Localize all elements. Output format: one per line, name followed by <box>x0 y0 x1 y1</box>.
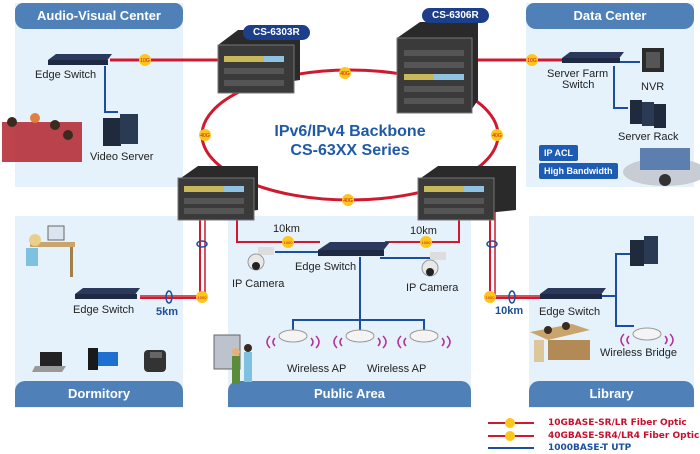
legend-40g-line <box>488 431 534 441</box>
wireless-bridge-icon <box>620 327 674 347</box>
library-edge-switch-label: Edge Switch <box>539 306 601 318</box>
nvr-icon <box>642 48 664 72</box>
wireless-ap-icon <box>333 329 387 349</box>
link-dc-rack <box>613 66 628 109</box>
audience-icon <box>2 113 82 162</box>
legend-utp: 1000BASE-T UTP <box>542 441 631 454</box>
backbone-title: IPv6/IPv4 Backbone CS-63XX Series <box>240 122 460 160</box>
badge-10g-dc: 10G <box>526 54 538 66</box>
ip-camera-left-icon <box>247 247 274 271</box>
badge-40g-bottom: 40G <box>342 194 354 206</box>
badge-40g-top: 40G <box>339 67 351 79</box>
reading-desk-icon <box>530 322 590 362</box>
svg-text:40G: 40G <box>340 71 350 77</box>
zone-library-header: Library <box>529 381 694 407</box>
badge-1000-lib: 1000 <box>484 291 496 303</box>
nvr-label: NVR <box>641 81 665 93</box>
server-rack-label: Server Rack <box>618 131 679 143</box>
legend-40g-text: 40GBASE-SR4/LR4 Fiber Optic <box>548 430 700 441</box>
library-distance-label: 10km <box>495 305 524 317</box>
svg-text:40G: 40G <box>492 133 502 139</box>
wireless-ap-right-label: Wireless AP <box>367 363 427 375</box>
link-av-server <box>104 66 118 113</box>
svg-text:40G: 40G <box>343 198 353 204</box>
badge-10g-av: 10G <box>139 54 151 66</box>
zone-dormitory-header: Dormitory <box>15 381 183 407</box>
ip-camera-right-icon <box>421 252 446 277</box>
av-edge-switch-label: Edge Switch <box>35 69 97 81</box>
public-dist-right-label: 10km <box>410 225 437 237</box>
zone-audio-visual-header: Audio-Visual Center <box>15 3 183 29</box>
info-kiosk-icon <box>213 334 252 384</box>
link-dorm-core <box>140 210 201 299</box>
ip-camera-right-label: IP Camera <box>406 282 459 294</box>
zone-data-center-header: Data Center <box>526 3 694 29</box>
cs6306r-label: CS-6306R <box>422 8 489 23</box>
desktop-pc-icon <box>88 348 118 370</box>
legend-10g-line <box>488 418 534 428</box>
svg-text:1000: 1000 <box>284 240 294 245</box>
edge-switch-dorm <box>75 288 140 299</box>
cs6303r-label: CS-6303R <box>243 25 310 40</box>
laptop-icon <box>32 352 66 372</box>
svg-text:1000: 1000 <box>486 295 496 300</box>
server-farm-label-1: Server Farm <box>547 68 609 80</box>
core-switch-cs6306r <box>396 22 478 114</box>
backbone-title-line2: CS-63XX Series <box>290 142 410 159</box>
wireless-ap-icon <box>266 329 320 349</box>
zone-library <box>529 216 694 408</box>
legend-40g: 40GBASE-SR4/LR4 Fiber Optic <box>542 429 699 442</box>
badge-1000-pub-left: 1000 <box>282 236 294 248</box>
edge-switch-library <box>540 288 606 299</box>
video-server-label: Video Server <box>90 151 154 163</box>
dorm-edge-switch-label: Edge Switch <box>73 304 135 316</box>
edge-switch-public <box>318 242 390 256</box>
svg-text:1000: 1000 <box>198 295 208 300</box>
badge-40g-right: 40G <box>491 129 503 141</box>
core-switch-right-bottom <box>417 166 516 221</box>
wireless-ap-icon <box>397 329 451 349</box>
link-library-core <box>489 210 548 299</box>
high-bandwidth-tag: High Bandwidth <box>539 163 618 179</box>
svg-text:1000: 1000 <box>422 240 432 245</box>
server-rack-icon <box>630 100 666 128</box>
badge-1000-dorm: 1000 <box>196 291 208 303</box>
zone-dormitory <box>15 216 183 408</box>
badge-40g-left: 40G <box>199 129 211 141</box>
ip-phone-icon <box>144 350 166 372</box>
public-dist-left-label: 10km <box>273 223 300 235</box>
svg-text:10G: 10G <box>527 58 537 64</box>
edge-switch-dc <box>562 52 624 63</box>
edge-switch-av <box>48 54 112 65</box>
legend-10g-text: 10GBASE-SR/LR Fiber Optic <box>548 417 687 428</box>
link-public-right <box>385 210 460 243</box>
core-switch-cs6303r <box>217 30 300 94</box>
svg-text:40G: 40G <box>200 133 210 139</box>
legend-utp-text: 1000BASE-T UTP <box>548 442 632 453</box>
legend-10g: 10GBASE-SR/LR Fiber Optic <box>542 416 687 429</box>
student-desk-icon <box>26 225 75 277</box>
svg-text:10G: 10G <box>140 58 150 64</box>
control-room-icon <box>623 148 700 186</box>
library-server-icon <box>630 236 658 266</box>
video-server-icon <box>103 114 138 146</box>
server-farm-label-2: Switch <box>562 79 595 91</box>
zone-public-area-header: Public Area <box>228 381 471 407</box>
ip-acl-tag: IP ACL <box>539 145 579 161</box>
ip-camera-left-label: IP Camera <box>232 278 285 290</box>
core-switch-left-bottom <box>177 166 258 221</box>
dorm-distance-label: 5km <box>156 306 179 318</box>
wireless-bridge-label: Wireless Bridge <box>600 347 678 359</box>
public-edge-switch-label: Edge Switch <box>295 261 357 273</box>
backbone-title-line1: IPv6/IPv4 Backbone <box>274 123 426 140</box>
badge-1000-pub-right: 1000 <box>420 236 432 248</box>
wireless-ap-left-label: Wireless AP <box>287 363 347 375</box>
